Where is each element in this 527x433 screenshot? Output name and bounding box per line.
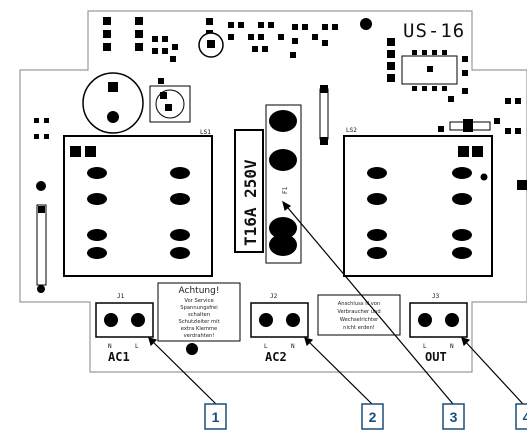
achtung-line-4: Schutzleiter mit	[178, 319, 219, 325]
terminal-j2-ref: J2	[270, 293, 278, 300]
achtung-line-6: verdrahten!	[184, 333, 215, 339]
callout-leaders	[148, 200, 524, 405]
fuse-rating-label: T16A 250V	[241, 159, 260, 246]
right-edge-components	[438, 98, 527, 190]
warning-achtung: Achtung! Vor ServiceSpannungsfreischalte…	[157, 282, 241, 342]
achtung-title: Achtung!	[179, 286, 220, 296]
fuse-ref-label: F1	[282, 186, 289, 194]
relay-ls2-label: LS2	[346, 127, 357, 134]
achtung-line-5: extra Klemme	[181, 326, 218, 332]
achtung-line-2: Spannungsfrei	[180, 305, 217, 311]
fuse-area: T16A 250V F1	[234, 104, 302, 264]
relay-ls1: LS1	[63, 129, 213, 277]
leader-1	[148, 337, 217, 405]
leader-3	[282, 201, 454, 405]
terminal-j2-pin-left: L	[264, 343, 268, 350]
callout-2-label: 2	[369, 409, 377, 425]
top-left-components	[103, 17, 213, 62]
callout-1: 1	[204, 403, 227, 430]
capacitor-small	[149, 78, 191, 123]
terminal-j1-name: AC1	[108, 350, 130, 364]
terminal-j1-ref: J1	[117, 293, 125, 300]
model-label: US-16	[403, 20, 465, 42]
terminal-j2-pin-right: N	[291, 343, 295, 350]
terminal-j3: J3 L N OUT	[409, 293, 468, 364]
leader-2	[304, 337, 373, 405]
capacitor-large	[82, 72, 144, 134]
terminal-j1-pin-right: L	[135, 343, 139, 350]
anschluss-line-3: Wechselrichter	[340, 317, 379, 323]
callout-3: 3	[442, 403, 465, 430]
anschluss-line-1: Anschluss N von	[338, 301, 381, 307]
leader-4-arrow	[461, 337, 471, 347]
terminal-j2-name: AC2	[265, 350, 287, 364]
anschluss-line-2: Verbraucher und	[337, 309, 380, 315]
terminal-j3-pin-right: N	[450, 343, 454, 350]
terminal-j3-ref: J3	[432, 293, 440, 300]
anschluss-line-4: nicht erden!	[343, 325, 375, 331]
leader-2-arrow	[304, 337, 314, 347]
relay-ls2: LS2	[343, 127, 493, 277]
left-edge-components	[34, 118, 49, 293]
relay-ls1-label: LS1	[200, 129, 211, 136]
achtung-line-1: Vor Service	[184, 298, 213, 304]
achtung-lines: Vor ServiceSpannungsfreischaltenSchutzle…	[178, 298, 219, 339]
leader-3-arrow	[282, 200, 292, 212]
top-right-ic	[387, 38, 468, 102]
callout-2: 2	[361, 403, 384, 430]
achtung-line-3: schalten	[188, 312, 210, 318]
terminal-j3-pin-left: L	[423, 343, 427, 350]
terminal-j1: J1 N L AC1	[95, 293, 198, 364]
resistor-vertical	[319, 85, 329, 145]
top-center-components	[198, 18, 372, 58]
callout-4-label: 4	[523, 409, 527, 425]
leader-1-arrow	[148, 337, 158, 347]
terminal-j1-pin-left: N	[108, 343, 112, 350]
callout-1-label: 1	[212, 409, 220, 425]
callout-4: 4	[515, 403, 527, 430]
terminal-j3-name: OUT	[425, 350, 447, 364]
callout-3-label: 3	[450, 409, 458, 425]
terminal-j2: J2 L N AC2	[250, 293, 309, 364]
leader-4	[461, 337, 524, 405]
